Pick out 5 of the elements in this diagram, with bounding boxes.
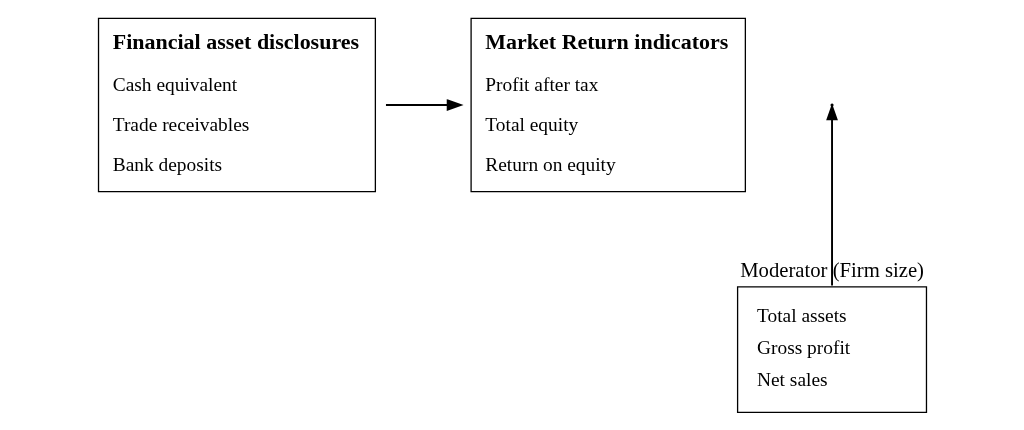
node-box: Total assets Gross profit Net sales bbox=[736, 286, 927, 413]
node-box: Financial asset disclosures Cash equivalent Trade receivables Bank deposits bbox=[97, 17, 376, 193]
node-label: Moderator (Firm size) bbox=[739, 259, 924, 282]
node-box: Market Return indicators Profit after tax Total equity Return on equity bbox=[469, 17, 746, 193]
arrow bbox=[384, 99, 464, 111]
